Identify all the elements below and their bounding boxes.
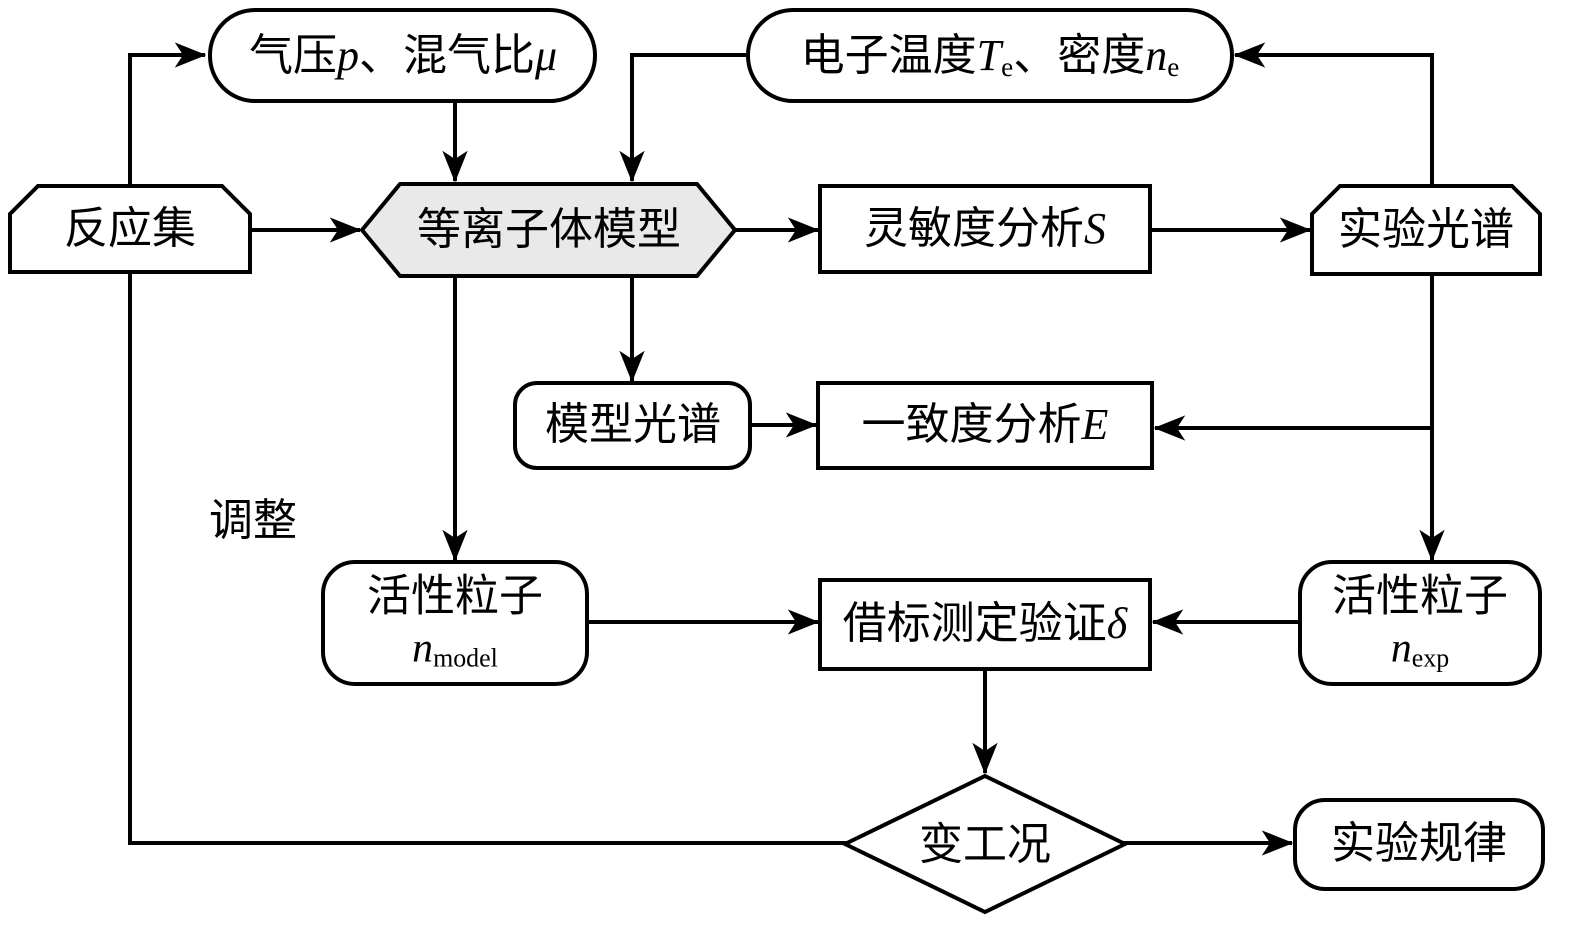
math-subscript: e [1167,51,1180,82]
edge-adjust-feedback [128,42,847,845]
node-nexp-shape [1298,560,1542,686]
label-text: 气压 [248,30,337,80]
math-subscript: exp [1411,644,1450,674]
node-label-condition: 变工况 [919,819,1051,869]
label-text: 活性粒子 [367,571,543,621]
node-model-spectrum-shape [513,381,752,470]
node-label-inputs: 气压p、混气比μ [248,30,558,80]
node-label-model-spectrum: 模型光谱 [545,399,721,449]
math-var: δ [1106,598,1128,648]
label-text: 电子温度 [800,30,977,80]
math-subscript: model [433,644,498,674]
label-text: 反应集 [64,203,196,253]
node-consistency-shape [816,381,1154,470]
label-text: 等离子体模型 [417,204,681,254]
node-label-electron: 电子温度Te、密度ne [800,30,1180,82]
edge-electron-to-plasma [619,53,748,183]
edge-label-adjust: 调整 [209,484,297,548]
node-sensitivity-shape [818,184,1152,274]
label-text: 、混气比 [358,30,535,80]
math-expression: nmodel [367,623,543,673]
math-var: T [976,30,1002,80]
math-expression: nexp [1332,623,1508,673]
math-var: n [1390,625,1412,672]
node-label-consistency: 一致度分析E [861,399,1109,449]
node-condition-shape [840,773,1130,915]
node-inputs-shape [208,8,597,103]
label-text: 变工况 [919,819,1051,869]
label-text: 模型光谱 [545,399,721,449]
node-plasma-model-shape [359,182,738,278]
edges [128,42,1445,856]
node-label-nmodel: 活性粒子 nmodel [367,571,543,674]
node-electron-shape [746,8,1234,103]
math-var: μ [534,30,558,80]
math-var: n [412,625,434,672]
label-text: 活性粒子 [1332,571,1508,621]
math-var: p [336,30,359,80]
node-law-shape [1293,798,1545,891]
math-var: n [1145,30,1168,80]
node-label-exp-spectrum: 实验光谱 [1338,204,1514,254]
label-text: 、密度 [1013,30,1146,80]
node-label-nexp: 活性粒子 nexp [1332,571,1508,674]
label-text: 灵敏度分析 [864,203,1084,253]
node-verification-shape [818,578,1152,671]
math-var: E [1081,399,1109,449]
edge-expspectrum-to-electron [1233,42,1434,187]
node-label-sensitivity: 灵敏度分析S [864,203,1106,253]
label-text: 借标测定验证 [842,598,1107,648]
node-shapes [8,8,1545,915]
label-text: 实验光谱 [1338,204,1514,254]
label-text: 调整 [209,496,297,545]
node-label-verification: 借标测定验证δ [842,598,1128,648]
label-text: 实验规律 [1331,818,1507,868]
node-label-plasma-model: 等离子体模型 [417,204,681,254]
node-label-law: 实验规律 [1331,818,1507,868]
math-subscript: e [1001,51,1014,82]
label-text: 一致度分析 [861,399,1082,449]
math-var: S [1084,203,1106,253]
node-exp-spectrum-shape [1310,184,1542,276]
node-nmodel-shape [321,560,589,686]
node-reaction-set-shape [8,184,252,274]
node-label-reaction-set: 反应集 [64,203,196,253]
